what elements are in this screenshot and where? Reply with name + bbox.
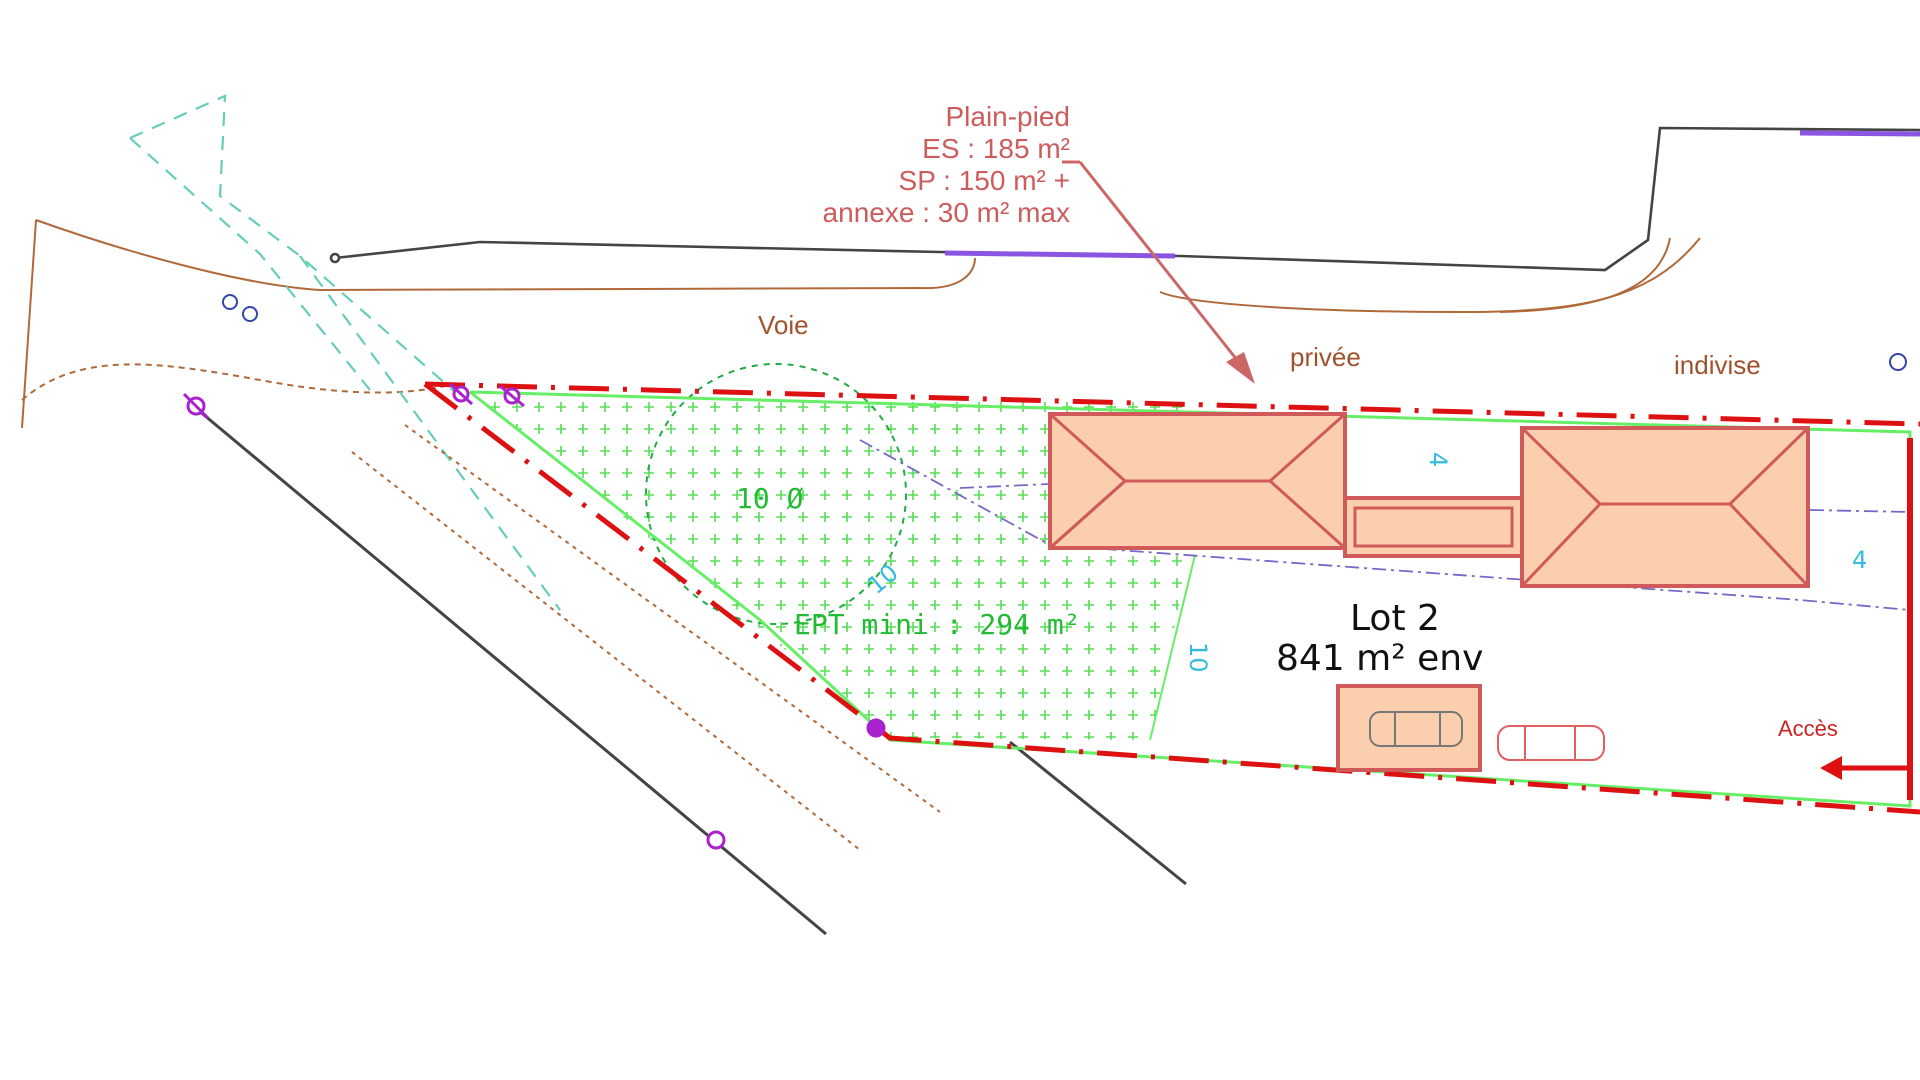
house-1 bbox=[1048, 412, 1347, 550]
road-label-indivise: indivise bbox=[1674, 350, 1761, 380]
survey-marker-icon bbox=[182, 382, 886, 850]
small-circle-icon bbox=[222, 294, 1907, 371]
note-line-1: Plain-pied bbox=[945, 101, 1070, 132]
ept-label: EPT mini : 294 m² bbox=[794, 608, 1081, 641]
road-label-privee: privée bbox=[1290, 342, 1361, 372]
lot-area: 841 m² env bbox=[1276, 638, 1483, 679]
dimension-label-2: 4 bbox=[1852, 546, 1867, 574]
lot-title: Lot 2 bbox=[1350, 598, 1440, 639]
dashed-cyan-outline bbox=[129, 94, 561, 611]
note-line-4: annexe : 30 m² max bbox=[823, 197, 1070, 228]
dimension-label-4: 10 bbox=[1184, 642, 1212, 673]
annex-connector bbox=[1343, 496, 1524, 558]
car-icon bbox=[1497, 725, 1605, 761]
setback-lines bbox=[859, 439, 1911, 611]
house-2 bbox=[1520, 426, 1810, 588]
neighbour-boundary bbox=[329, 126, 1920, 272]
road-edges bbox=[21, 219, 1701, 429]
parking-space bbox=[1336, 684, 1605, 772]
note-line-3: SP : 150 m² + bbox=[899, 165, 1070, 196]
annotation-arrow bbox=[1062, 160, 1255, 384]
road-label-voie: Voie bbox=[758, 310, 809, 340]
tree-diameter-label: 10 Ø bbox=[736, 482, 804, 515]
dimension-label-1: 4 bbox=[1424, 452, 1452, 467]
car-icon bbox=[1369, 711, 1463, 747]
access-arrow-icon bbox=[1820, 438, 1913, 800]
tree-circle bbox=[645, 363, 907, 625]
note-line-2: ES : 185 m² bbox=[922, 133, 1070, 164]
lot-boundary bbox=[423, 381, 1920, 815]
building-note: Plain-pied ES : 185 m² SP : 150 m² + ann… bbox=[823, 101, 1070, 228]
green-space-area bbox=[470, 392, 1190, 740]
access-label: Accès bbox=[1778, 716, 1838, 741]
